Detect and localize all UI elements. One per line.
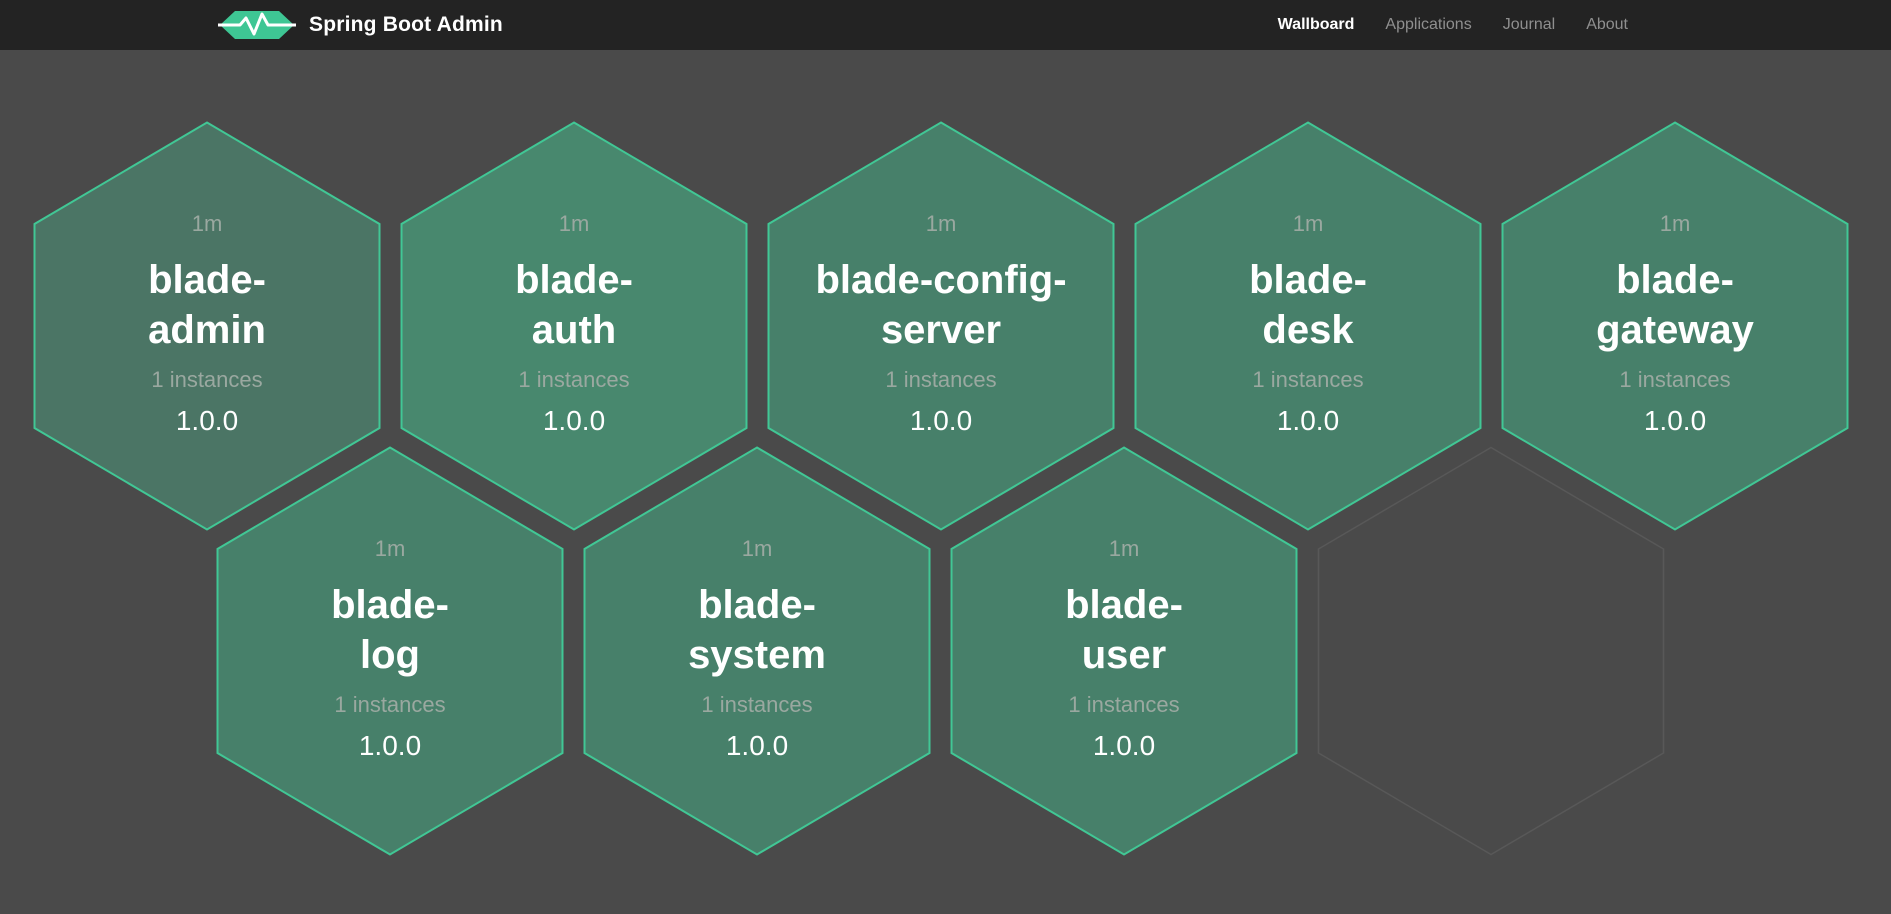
hexagon-content: 1m blade- system 1 instances 1.0.0 (583, 446, 931, 856)
hexagon-shape (1134, 121, 1482, 531)
application-version: 1.0.0 (725, 730, 789, 761)
application-name: blade- system (688, 583, 826, 677)
hexagon-content: 1m blade-config- server 1 instances 1.0.… (767, 121, 1115, 531)
application-uptime: 1m (1292, 211, 1324, 236)
hexagon-shape (400, 121, 748, 531)
application-uptime: 1m (925, 211, 957, 236)
application-version: 1.0.0 (175, 405, 239, 436)
application-name: blade- desk (1249, 258, 1367, 352)
nav-item-about[interactable]: About (1586, 16, 1628, 33)
application-name: blade- user (1065, 583, 1183, 677)
application-version: 1.0.0 (358, 730, 422, 761)
application-hexagon-blade-auth[interactable]: 1m blade- auth 1 instances 1.0.0 (400, 121, 748, 531)
hexagon-shape (33, 121, 381, 531)
application-instances: 1 instances (1068, 692, 1180, 717)
hexagon-content: 1m blade- admin 1 instances 1.0.0 (33, 121, 381, 531)
navbar-menu: Wallboard Applications Journal About (1278, 0, 1628, 50)
application-uptime: 1m (374, 536, 406, 561)
brand[interactable]: Spring Boot Admin (218, 0, 503, 50)
application-version: 1.0.0 (1092, 730, 1156, 761)
application-name: blade- auth (515, 258, 633, 352)
application-instances: 1 instances (518, 367, 630, 392)
hexagon-content: 1m blade- log 1 instances 1.0.0 (216, 446, 564, 856)
application-uptime: 1m (1659, 211, 1691, 236)
navbar: Spring Boot Admin Wallboard Applications J… (0, 0, 1891, 50)
hexagon-shape (216, 446, 564, 856)
hexagon-shape (950, 446, 1298, 856)
application-uptime: 1m (191, 211, 223, 236)
application-hexagon-blade-config-server[interactable]: 1m blade-config- server 1 instances 1.0.… (767, 121, 1115, 531)
empty-hexagon (1317, 446, 1665, 856)
application-instances: 1 instances (1252, 367, 1364, 392)
application-instances: 1 instances (1619, 367, 1731, 392)
nav-item-applications[interactable]: Applications (1385, 16, 1472, 33)
application-name: blade- admin (148, 258, 266, 352)
application-name: blade-config- server (815, 258, 1067, 352)
application-instances: 1 instances (334, 692, 446, 717)
application-version: 1.0.0 (909, 405, 973, 436)
application-instances: 1 instances (885, 367, 997, 392)
application-hexagon-blade-log[interactable]: 1m blade- log 1 instances 1.0.0 (216, 446, 564, 856)
application-version: 1.0.0 (1643, 405, 1707, 436)
application-uptime: 1m (741, 536, 773, 561)
application-hexagon-blade-desk[interactable]: 1m blade- desk 1 instances 1.0.0 (1134, 121, 1482, 531)
brand-title: Spring Boot Admin (309, 13, 503, 36)
nav-item-journal[interactable]: Journal (1502, 16, 1556, 33)
application-name: blade- log (331, 583, 449, 677)
application-version: 1.0.0 (542, 405, 606, 436)
application-hexagon-blade-admin[interactable]: 1m blade- admin 1 instances 1.0.0 (33, 121, 381, 531)
application-instances: 1 instances (701, 692, 813, 717)
hexagon-content: 1m blade- user 1 instances 1.0.0 (950, 446, 1298, 856)
application-hexagon-blade-system[interactable]: 1m blade- system 1 instances 1.0.0 (583, 446, 931, 856)
hexagon-shape (1501, 121, 1849, 531)
application-uptime: 1m (1108, 536, 1140, 561)
application-hexagon-blade-user[interactable]: 1m blade- user 1 instances 1.0.0 (950, 446, 1298, 856)
brand-pulse-icon (218, 11, 296, 39)
hexagon-content: 1m blade- auth 1 instances 1.0.0 (400, 121, 748, 531)
nav-item-wallboard[interactable]: Wallboard (1277, 16, 1355, 33)
application-version: 1.0.0 (1276, 405, 1340, 436)
hexagon-content: 1m blade- gateway 1 instances 1.0.0 (1501, 121, 1849, 531)
hexagon-content: 1m blade- desk 1 instances 1.0.0 (1134, 121, 1482, 531)
hexagon-shape (767, 121, 1115, 531)
hexagon-shape (583, 446, 931, 856)
application-uptime: 1m (558, 211, 590, 236)
application-instances: 1 instances (151, 367, 263, 392)
application-name: blade- gateway (1596, 258, 1754, 352)
application-hexagon-blade-gateway[interactable]: 1m blade- gateway 1 instances 1.0.0 (1501, 121, 1849, 531)
empty-hexagon-shape (1317, 446, 1665, 856)
